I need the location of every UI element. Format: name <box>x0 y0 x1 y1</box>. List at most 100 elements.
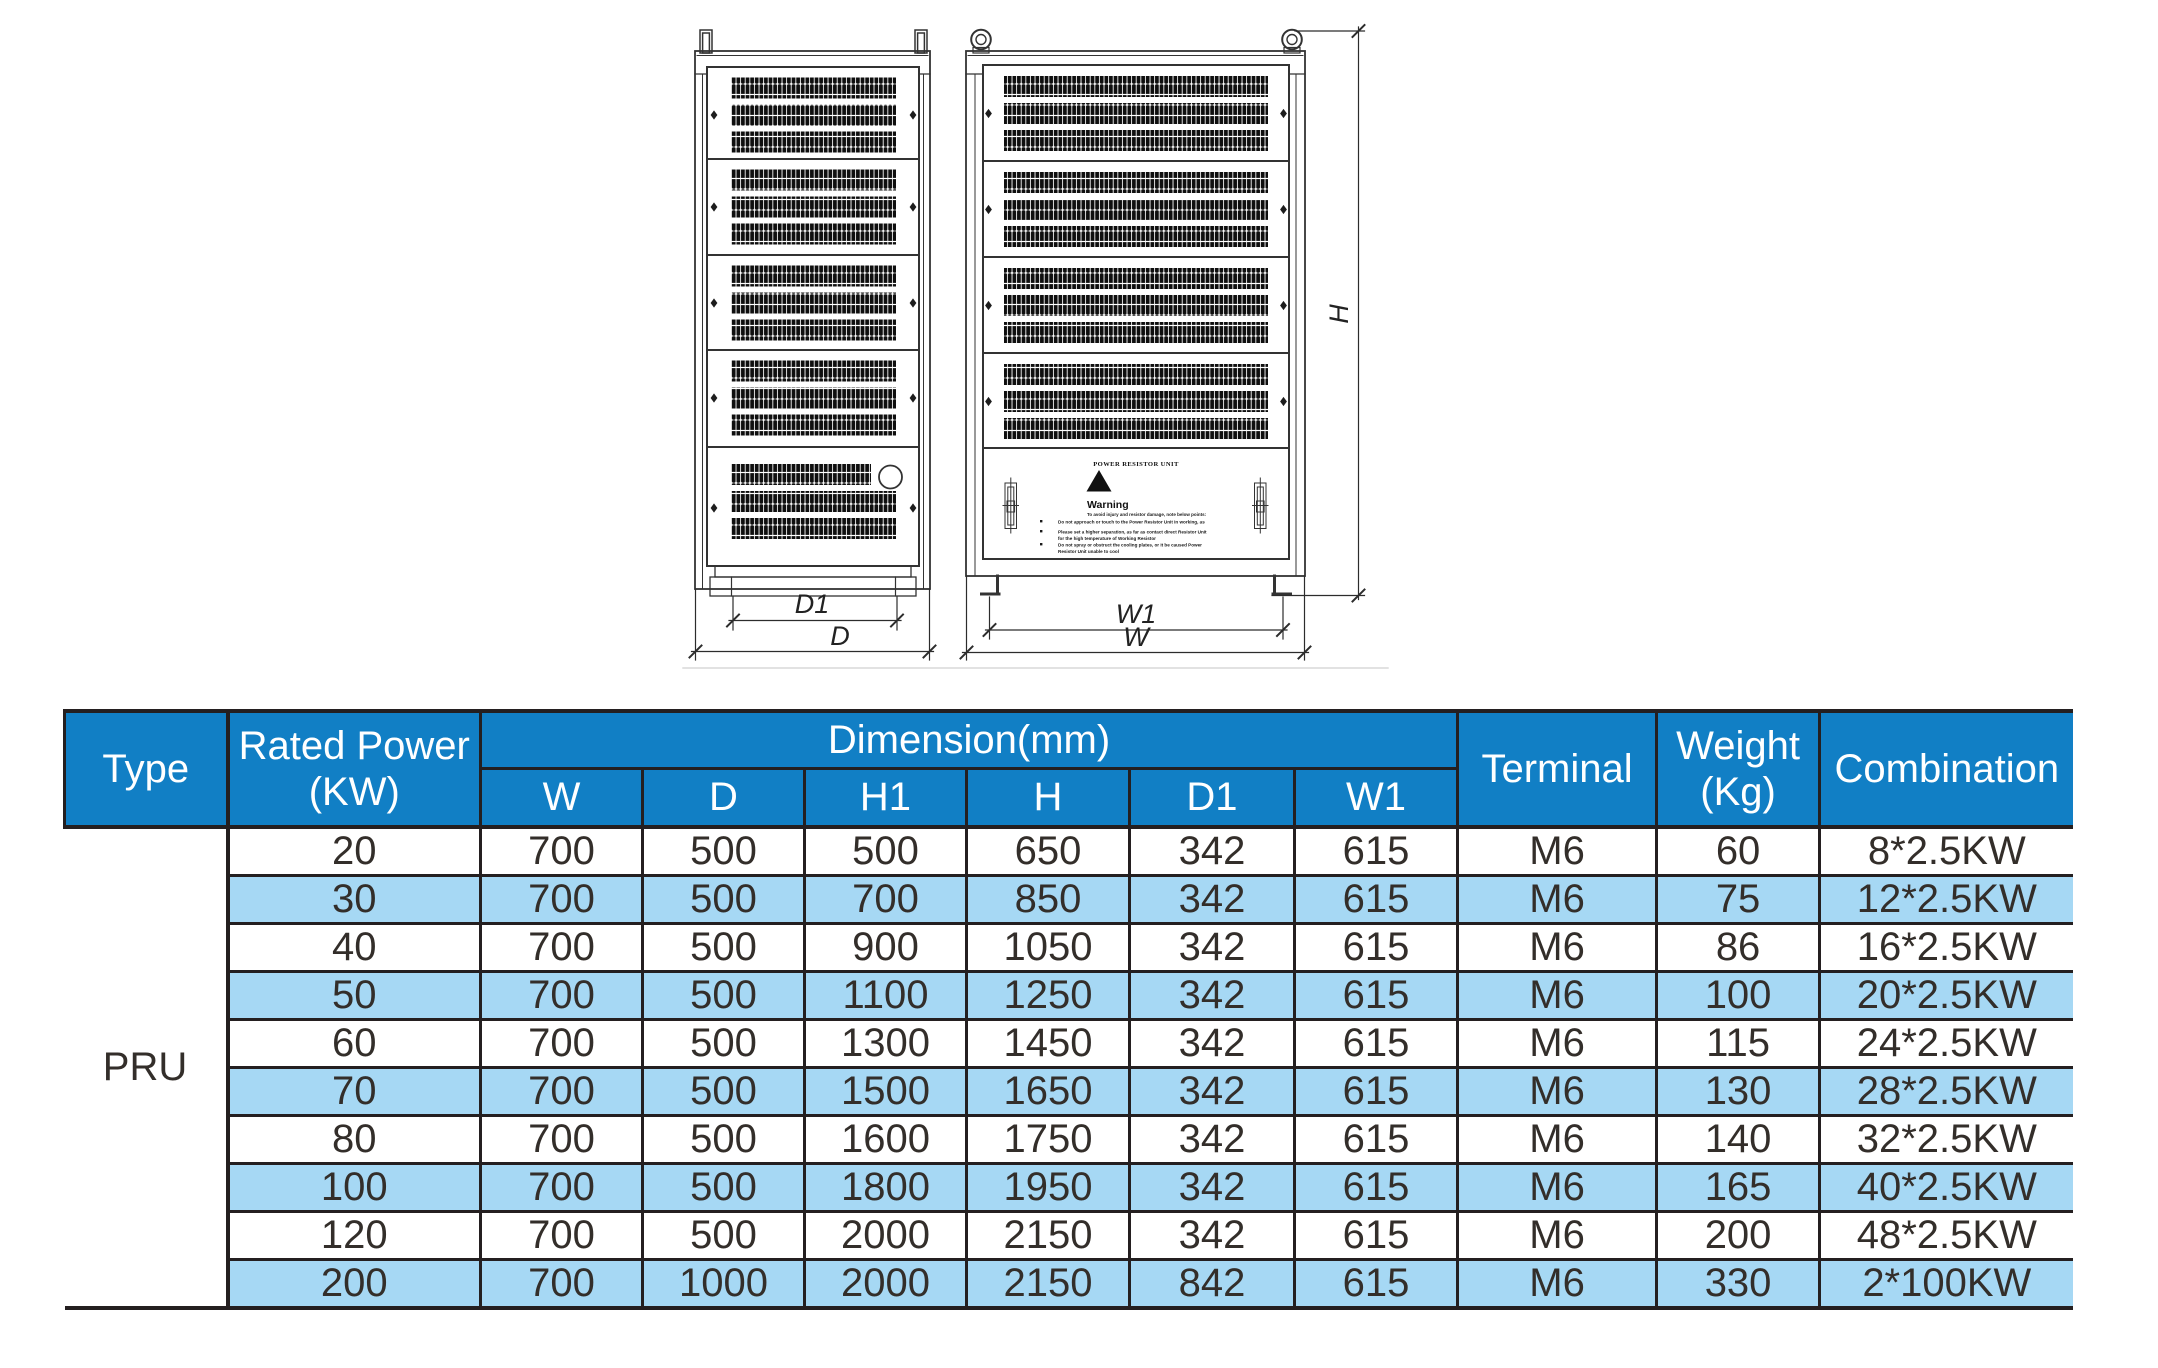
table-cell: 24*2.5KW <box>1818 1018 2073 1069</box>
table-cell: 100 <box>1655 970 1822 1021</box>
table-cell: 1450 <box>965 1018 1131 1069</box>
warning-bullet-2: Please set a higher separation, as far a… <box>1058 530 1207 535</box>
technical-drawing: D1 D <box>682 23 1389 669</box>
table-cell: 500 <box>641 1114 806 1165</box>
table-cell: 60 <box>226 1018 482 1069</box>
header-dim-h1: H1 <box>803 766 968 829</box>
table-cell: 615 <box>1292 1210 1460 1261</box>
table-cell: 200 <box>1655 1210 1822 1261</box>
table-cell: 500 <box>641 1066 806 1117</box>
header-type: Type <box>63 709 230 829</box>
table-cell: 1950 <box>965 1162 1131 1213</box>
warning-triangle-icon <box>1086 470 1112 492</box>
dim-label-w1: W1 <box>1116 599 1157 629</box>
table-cell: 1300 <box>803 1018 968 1069</box>
table-cell: 1800 <box>803 1162 968 1213</box>
table-cell: 500 <box>803 825 968 877</box>
header-weight: Weight(Kg) <box>1655 709 1822 829</box>
header-dimension-group: Dimension(mm) <box>478 709 1460 770</box>
lifting-tab-icon <box>699 29 928 54</box>
table-cell: 700 <box>479 1210 644 1261</box>
table-cell: 115 <box>1655 1018 1822 1069</box>
table-cell: 50 <box>226 970 482 1021</box>
table-cell: 500 <box>641 1210 806 1261</box>
table-cell: 615 <box>1292 922 1460 973</box>
table-cell: 500 <box>641 825 806 877</box>
table-cell: 342 <box>1128 1210 1296 1261</box>
table-cell: 700 <box>479 1018 644 1069</box>
table-cell: 1750 <box>965 1114 1131 1165</box>
header-dim-d1: D1 <box>1128 766 1296 829</box>
table-cell: 8*2.5KW <box>1818 825 2073 877</box>
table-cell: M6 <box>1456 1162 1659 1213</box>
mounting-foot-icon <box>980 574 1292 596</box>
nameplate-title: POWER RESISTOR UNIT <box>1093 461 1179 468</box>
table-cell: 342 <box>1128 1114 1296 1165</box>
table-cell: 615 <box>1292 970 1460 1021</box>
table-cell: 500 <box>641 1018 806 1069</box>
table-cell: 615 <box>1292 1258 1460 1310</box>
header-rated-power-line2: (KW) <box>308 770 400 814</box>
warning-intro: To avoid injury and resistor damage, not… <box>1087 512 1207 517</box>
header-terminal: Terminal <box>1456 709 1659 829</box>
table-cell: 700 <box>479 922 644 973</box>
table-cell: M6 <box>1456 922 1659 973</box>
table-cell: 2150 <box>965 1210 1131 1261</box>
table-cell: 700 <box>479 1066 644 1117</box>
table-cell: 1050 <box>965 922 1131 973</box>
table-cell: 615 <box>1292 1018 1460 1069</box>
table-cell: 342 <box>1128 825 1296 877</box>
door-handle-icon <box>1002 477 1269 534</box>
cabinet-side-view <box>694 29 931 597</box>
specification-table: Type Rated Power(KW) Dimension(mm) Termi… <box>63 709 2073 1310</box>
table-cell: 1250 <box>965 970 1131 1021</box>
header-dim-w1: W1 <box>1292 766 1460 829</box>
table-cell: 615 <box>1292 1162 1460 1213</box>
table-cell: 342 <box>1128 1162 1296 1213</box>
table-cell: 120 <box>226 1210 482 1261</box>
warning-bullet-3b: Resistor Unit unable to cool <box>1058 549 1119 554</box>
table-cell: 86 <box>1655 922 1822 973</box>
header-rated-power: Rated Power(KW) <box>226 709 482 829</box>
table-cell: 75 <box>1655 874 1822 925</box>
table-cell: 100 <box>226 1162 482 1213</box>
table-cell: 900 <box>803 922 968 973</box>
table-cell: 1100 <box>803 970 968 1021</box>
table-cell: 700 <box>479 1114 644 1165</box>
table-cell: M6 <box>1456 1114 1659 1165</box>
table-cell: 1500 <box>803 1066 968 1117</box>
vent-grille <box>1004 76 1268 439</box>
table-cell: 16*2.5KW <box>1818 922 2073 973</box>
dimension-lines-side <box>688 588 937 661</box>
table-cell: 342 <box>1128 874 1296 925</box>
table-cell: 700 <box>479 1258 644 1310</box>
header-dim-w: W <box>479 766 644 829</box>
header-weight-line1: Weight <box>1676 724 1800 768</box>
vent-grille <box>731 77 896 539</box>
header-combination: Combination <box>1818 709 2073 829</box>
table-cell: 40*2.5KW <box>1818 1162 2073 1213</box>
table-cell: 342 <box>1128 970 1296 1021</box>
type-value-cell: PRU <box>64 825 230 1310</box>
table-cell: 32*2.5KW <box>1818 1114 2073 1165</box>
table-cell: 330 <box>1655 1258 1822 1310</box>
warning-bullet-2b: for the high temperature of Working Resi… <box>1058 536 1156 541</box>
table-cell: M6 <box>1456 1210 1659 1261</box>
table-cell: 130 <box>1655 1066 1822 1117</box>
table-cell: 700 <box>479 1162 644 1213</box>
table-cell: 2000 <box>803 1258 968 1310</box>
dim-label-d1: D1 <box>795 589 830 619</box>
table-cell: 615 <box>1292 1066 1460 1117</box>
table-cell: 200 <box>226 1258 482 1310</box>
dimension-lines-front <box>959 23 1366 661</box>
table-cell: M6 <box>1456 825 1659 877</box>
table-cell: 60 <box>1655 825 1822 877</box>
